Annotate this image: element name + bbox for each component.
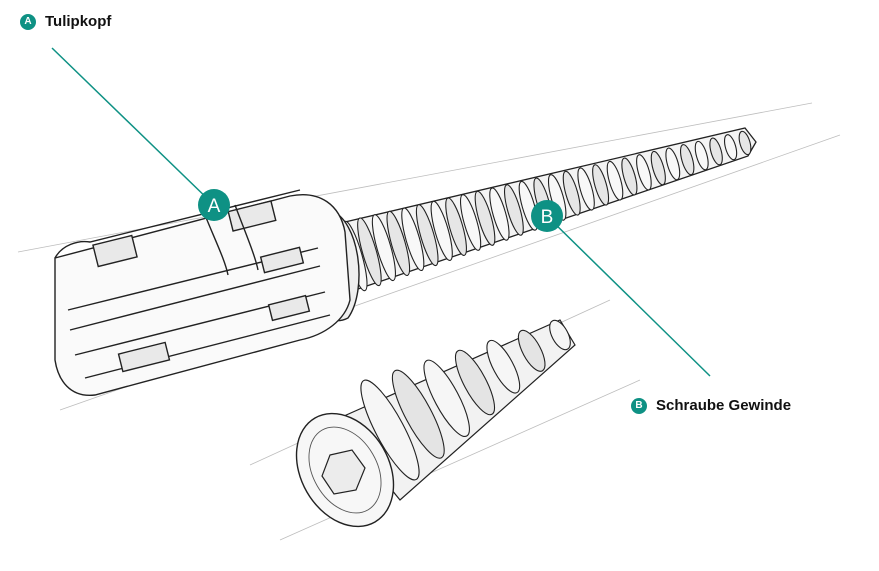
thread-ring (547, 174, 567, 221)
thread-ring (723, 134, 738, 161)
small-thread-ring (391, 369, 445, 459)
small-screw-thread-icon (360, 319, 571, 481)
thread-ring (401, 207, 425, 272)
callout-a: A (51, 47, 230, 221)
callout-b: B (531, 200, 711, 377)
thread-ring (386, 210, 411, 277)
thread-ring (679, 144, 695, 176)
thread-ring (636, 154, 652, 191)
small-thread-ring (360, 379, 420, 481)
small-thread-ring (549, 319, 571, 351)
thread-ring (489, 187, 510, 241)
thread-ring (650, 150, 666, 186)
thread-ring (357, 217, 382, 287)
callout-letter-b: B (541, 207, 554, 228)
legend-badge-a: A (20, 13, 36, 30)
thread-ring (503, 184, 524, 236)
legend-item-tulipkopf: A Tulipkopf (20, 13, 111, 30)
thread-ring (592, 164, 610, 206)
thread-ring (621, 157, 638, 196)
legend-label-tulipkopf: Tulipkopf (45, 13, 112, 30)
cancellous-screw-icon (295, 319, 576, 528)
legend-badge-b: B (631, 397, 647, 414)
thread-ring (459, 194, 482, 251)
small-thread-ring (454, 349, 496, 416)
callout-marker-a (198, 189, 230, 221)
hex-socket-icon (321, 449, 366, 495)
thread-ring (606, 160, 624, 201)
thread-ring (738, 130, 752, 156)
thread-ring (474, 190, 496, 246)
thread-ring (371, 214, 396, 282)
thread-ring (665, 147, 681, 181)
legend-item-schraube-gewinde: B Schraube Gewinde (631, 397, 791, 414)
tulip-head-icon (54, 189, 360, 396)
small-thread-ring (423, 359, 470, 437)
pedicle-screw-icon (54, 127, 757, 396)
small-thread-ring (486, 339, 521, 394)
leader-line-a (51, 47, 215, 206)
thread-ring (577, 167, 595, 211)
leader-line-b (546, 215, 711, 377)
thread-ring (562, 170, 581, 216)
callout-marker-b (531, 200, 563, 232)
thread-ring (415, 204, 439, 267)
thread-ring (445, 197, 467, 256)
thread-ring (430, 200, 453, 262)
small-thread-ring (517, 329, 546, 372)
thread-ring (709, 137, 723, 166)
screw-thread-icon (342, 130, 752, 292)
legend-label-schraube-gewinde: Schraube Gewinde (656, 397, 792, 414)
thread-ring (694, 140, 709, 171)
callout-letter-a: A (208, 196, 221, 217)
